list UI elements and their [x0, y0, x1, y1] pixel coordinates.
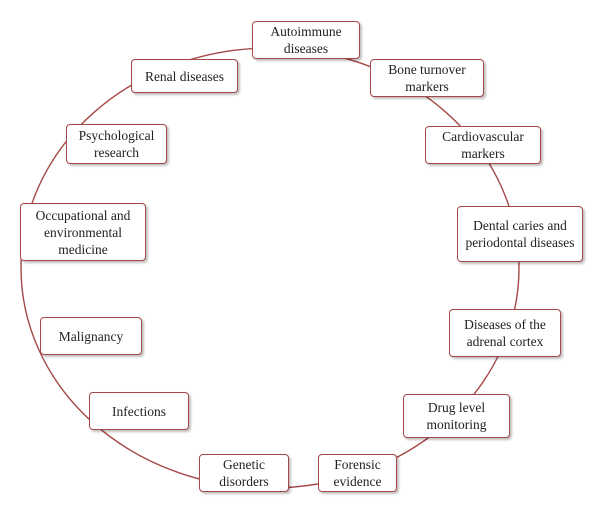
node-adrenal-cortex: Diseases of the adrenal cortex [449, 309, 561, 357]
node-drug-level-monitoring: Drug level monitoring [403, 394, 510, 438]
node-renal-diseases: Renal diseases [131, 59, 238, 93]
node-psychological-research: Psychological research [66, 124, 167, 164]
node-forensic-evidence: Forensic evidence [318, 454, 397, 492]
node-occupational-environmental: Occupational and environmental medicine [20, 203, 146, 261]
node-bone-turnover-markers: Bone turnover markers [370, 59, 484, 97]
node-malignancy: Malignancy [40, 317, 142, 355]
node-genetic-disorders: Genetic disorders [199, 454, 289, 492]
node-infections: Infections [89, 392, 189, 430]
node-dental-caries-periodontal: Dental caries and periodontal diseases [457, 206, 583, 262]
node-autoimmune-diseases: Autoimmune diseases [252, 21, 360, 59]
node-cardiovascular-markers: Cardiovascular markers [425, 126, 541, 164]
